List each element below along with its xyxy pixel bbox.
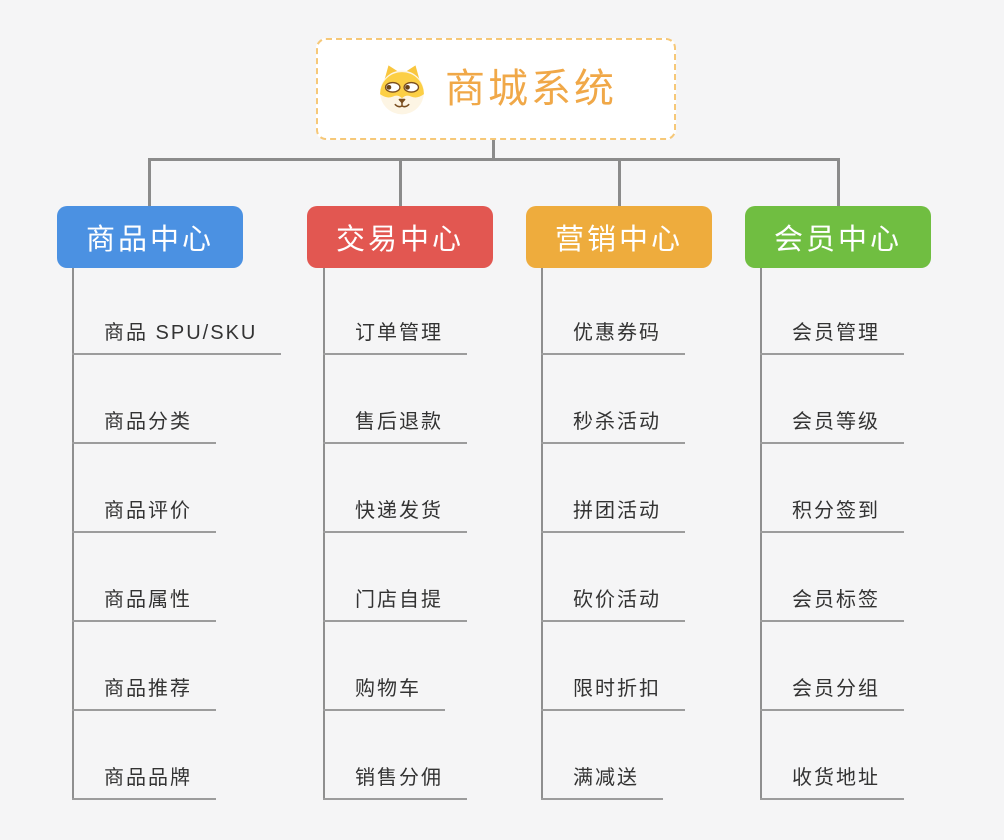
leaf-item[interactable]: 订单管理 <box>323 319 467 355</box>
leaf-item[interactable]: 收货地址 <box>760 764 904 800</box>
branch-trunk-line <box>72 268 74 800</box>
connector-drop <box>148 158 151 206</box>
leaf-item[interactable]: 商品属性 <box>72 586 216 622</box>
connector-drop <box>837 158 840 206</box>
leaf-item[interactable]: 商品推荐 <box>72 675 216 711</box>
connector-horizontal-bar <box>148 158 840 161</box>
branch-trunk-line <box>760 268 762 800</box>
leaf-item[interactable]: 商品评价 <box>72 497 216 533</box>
connector-drop <box>399 158 402 206</box>
leaf-item[interactable]: 拼团活动 <box>541 497 685 533</box>
leaf-item[interactable]: 售后退款 <box>323 408 467 444</box>
connector-drop <box>618 158 621 206</box>
leaf-item[interactable]: 优惠券码 <box>541 319 685 355</box>
leaf-item[interactable]: 秒杀活动 <box>541 408 685 444</box>
leaf-item[interactable]: 商品 SPU/SKU <box>72 319 282 355</box>
leaf-item[interactable]: 限时折扣 <box>541 675 685 711</box>
leaf-item[interactable]: 砍价活动 <box>541 586 685 622</box>
leaf-item[interactable]: 会员标签 <box>760 586 904 622</box>
branch-node-member-center[interactable]: 会员中心 <box>745 206 931 268</box>
leaf-item[interactable]: 购物车 <box>323 675 445 711</box>
branch-trunk-line <box>541 268 543 800</box>
connector-root-stem <box>492 140 495 161</box>
leaf-item[interactable]: 快递发货 <box>323 497 467 533</box>
leaf-item[interactable]: 会员等级 <box>760 408 904 444</box>
leaf-item[interactable]: 积分签到 <box>760 497 904 533</box>
leaf-item[interactable]: 销售分佣 <box>323 764 467 800</box>
branch-node-product-center[interactable]: 商品中心 <box>57 206 243 268</box>
branch-trunk-line <box>323 268 325 800</box>
branch-node-marketing-center[interactable]: 营销中心 <box>526 206 712 268</box>
leaf-item[interactable]: 满减送 <box>541 764 663 800</box>
root-node[interactable]: 商城系统 <box>316 38 676 140</box>
branch-node-trade-center[interactable]: 交易中心 <box>307 206 493 268</box>
leaf-item[interactable]: 会员管理 <box>760 319 904 355</box>
leaf-item[interactable]: 商品品牌 <box>72 764 216 800</box>
shiba-dog-face-icon <box>380 65 424 115</box>
root-title: 商城系统 <box>445 67 617 111</box>
leaf-item[interactable]: 门店自提 <box>323 586 467 622</box>
leaf-item[interactable]: 商品分类 <box>72 408 216 444</box>
leaf-item[interactable]: 会员分组 <box>760 675 904 711</box>
